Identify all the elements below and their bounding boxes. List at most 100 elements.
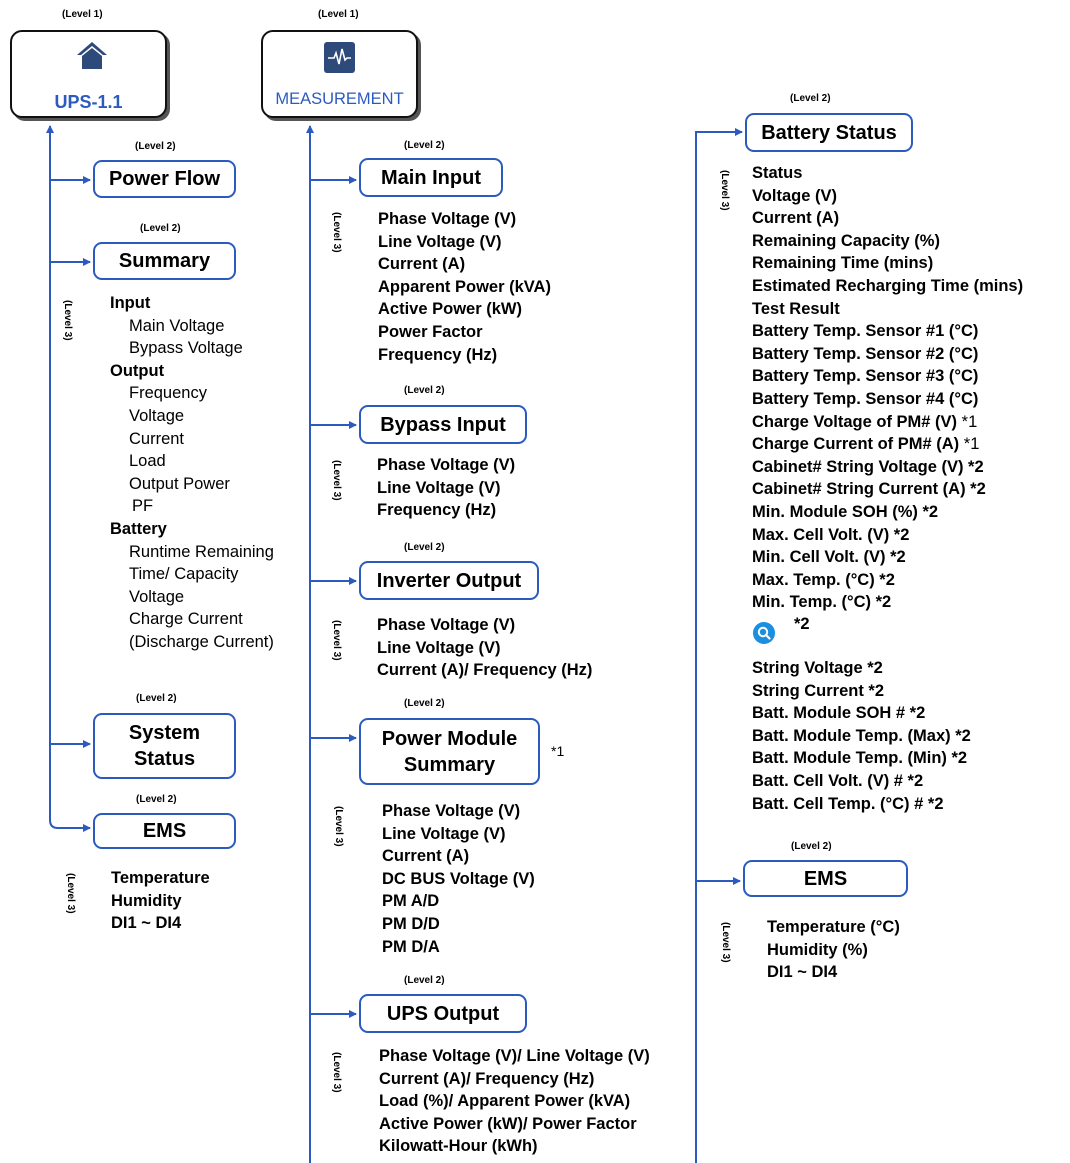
battery-item: Batt. Module Temp. (Max) *2 <box>752 726 971 745</box>
battery-item: Battery Temp. Sensor #2 (°C) <box>752 344 979 363</box>
ems-right-items: Temperature (°C) Humidity (%) DI1 ~ DI4 <box>767 916 900 984</box>
measurement-tile[interactable]: MEASUREMENT <box>261 30 418 118</box>
power-module-note: *1 <box>551 743 565 759</box>
summary-item: Runtime Remaining <box>129 542 274 561</box>
bypass-input-items: Phase Voltage (V) Line Voltage (V) Frequ… <box>377 454 515 522</box>
battery-item: Battery Temp. Sensor #3 (°C) <box>752 367 979 386</box>
level-2-label: (Level 2) <box>136 794 177 805</box>
battery-status-button[interactable]: Battery Status <box>745 113 913 152</box>
bypass-input-item: Line Voltage (V) <box>377 478 501 497</box>
ems-right-item: Humidity (%) <box>767 940 868 959</box>
power-module-summary-button[interactable]: Power Module Summary <box>359 718 540 785</box>
summary-item: Main Voltage <box>129 316 225 335</box>
summary-item: Current <box>129 429 185 448</box>
battery-item: Cabinet# String Current (A) *2 <box>752 480 986 499</box>
level-3-label: (Level 3) <box>65 873 76 914</box>
battery-item: Battery Temp. Sensor #1 (°C) <box>752 322 979 341</box>
ups-title: UPS-1.1 <box>54 92 123 112</box>
battery-item: Remaining Time (mins) <box>752 254 934 273</box>
ups-tile[interactable]: UPS-1.1 <box>10 30 167 118</box>
power-module-item: Line Voltage (V) <box>382 824 506 843</box>
bypass-input-button[interactable]: Bypass Input <box>359 405 527 444</box>
summary-item: Input <box>110 294 151 312</box>
ems-right-button[interactable]: EMS <box>743 860 908 897</box>
ems-right-item: DI1 ~ DI4 <box>767 963 838 982</box>
battery-item: Cabinet# String Voltage (V) *2 <box>752 457 984 476</box>
ups-output-items: Phase Voltage (V)/ Line Voltage (V) Curr… <box>379 1045 650 1158</box>
battery-item-label: Charge Current of PM# (A) <box>752 435 960 454</box>
battery-item: Min. Temp. (°C) *2 <box>752 593 892 612</box>
main-input-item: Active Power (kW) <box>378 300 522 319</box>
system-status-button[interactable]: System Status <box>93 713 236 779</box>
main-input-item: Frequency (Hz) <box>378 345 498 364</box>
battery-item: Charge Current of PM# (A) *1 <box>752 433 1023 456</box>
inverter-output-item: Phase Voltage (V) <box>377 616 516 634</box>
battery-item: Remaining Capacity (%) <box>752 231 940 250</box>
power-module-item: PM D/A <box>382 937 440 956</box>
level-3-label: (Level 3) <box>719 170 730 211</box>
ups-output-item: Kilowatt-Hour (kWh) <box>379 1137 538 1156</box>
level-2-label: (Level 2) <box>136 693 177 704</box>
main-input-item: Apparent Power (kVA) <box>378 277 551 296</box>
battery-item: Min. Cell Volt. (V) *2 <box>752 548 906 567</box>
main-input-button[interactable]: Main Input <box>359 158 503 197</box>
summary-item: Voltage <box>129 587 185 606</box>
ems-items: Temperature Humidity DI1 ~ DI4 <box>111 867 210 935</box>
ems-item: Humidity <box>111 891 182 910</box>
battery-item: Batt. Module SOH # *2 <box>752 704 926 723</box>
power-flow-button[interactable]: Power Flow <box>93 160 236 198</box>
ems-item: DI1 ~ DI4 <box>111 914 182 933</box>
level-3-label: (Level 3) <box>331 1052 342 1093</box>
battery-item: Batt. Module Temp. (Min) *2 <box>752 749 968 768</box>
summary-item: Time/ Capacity <box>129 565 239 584</box>
bypass-input-item: Frequency (Hz) <box>377 501 497 520</box>
inverter-output-items: Phase Voltage (V) Line Voltage (V) Curre… <box>377 614 592 682</box>
summary-button[interactable]: Summary <box>93 242 236 280</box>
battery-item: Estimated Recharging Time (mins) <box>752 276 1024 295</box>
summary-item: Voltage <box>129 406 185 425</box>
ups-output-item: Load (%)/ Apparent Power (kVA) <box>379 1092 631 1111</box>
summary-items: Input Main Voltage Bypass Voltage Output… <box>110 292 274 654</box>
level-2-label: (Level 2) <box>404 140 445 151</box>
level-2-label: (Level 2) <box>791 841 832 852</box>
search-icon[interactable] <box>753 622 775 644</box>
ems-button[interactable]: EMS <box>93 813 236 849</box>
power-module-item: DC BUS Voltage (V) <box>382 869 535 888</box>
battery-item: Charge Voltage of PM# (V) *1 <box>752 411 1023 434</box>
battery-item: String Voltage *2 <box>752 659 883 677</box>
search-note: *2 <box>794 615 810 633</box>
main-input-items: Phase Voltage (V) Line Voltage (V) Curre… <box>378 208 551 366</box>
summary-item: Output <box>110 361 165 380</box>
level-3-label: (Level 3) <box>62 300 73 341</box>
battery-item: String Current *2 <box>752 681 885 700</box>
battery-item-note: *1 <box>957 412 978 431</box>
power-module-item: PM A/D <box>382 892 440 911</box>
level-2-label: (Level 2) <box>404 698 445 709</box>
level-2-label: (Level 2) <box>404 542 445 553</box>
battery-item: Max. Cell Volt. (V) *2 <box>752 525 910 544</box>
power-module-item: Current (A) <box>382 847 470 866</box>
ups-output-item: Current (A)/ Frequency (Hz) <box>379 1069 595 1088</box>
ems-item: Temperature <box>111 869 210 887</box>
level-2-label: (Level 2) <box>404 975 445 986</box>
summary-item: Bypass Voltage <box>129 339 243 358</box>
battery-item-label: Charge Voltage of PM# (V) <box>752 412 958 431</box>
summary-item: PF <box>132 497 154 516</box>
battery-item: Current (A) <box>752 209 840 228</box>
level-2-label: (Level 2) <box>135 141 176 152</box>
battery-item: Test Result <box>752 299 840 318</box>
battery-item: Batt. Cell Volt. (V) # *2 <box>752 771 924 790</box>
summary-item: (Discharge Current) <box>129 632 274 651</box>
battery-status-items: Status Voltage (V) Current (A) Remaining… <box>752 162 1023 614</box>
main-input-item: Power Factor <box>378 322 483 341</box>
power-module-items: Phase Voltage (V) Line Voltage (V) Curre… <box>382 800 535 958</box>
summary-item: Load <box>129 452 166 471</box>
level-1-label: (Level 1) <box>318 9 359 20</box>
battery-item: Max. Temp. (°C) *2 <box>752 570 895 589</box>
power-module-item: PM D/D <box>382 914 440 933</box>
ups-output-button[interactable]: UPS Output <box>359 994 527 1033</box>
main-input-item: Line Voltage (V) <box>378 232 502 251</box>
battery-item: Voltage (V) <box>752 186 837 205</box>
inverter-output-button[interactable]: Inverter Output <box>359 561 539 600</box>
level-2-label: (Level 2) <box>790 93 831 104</box>
